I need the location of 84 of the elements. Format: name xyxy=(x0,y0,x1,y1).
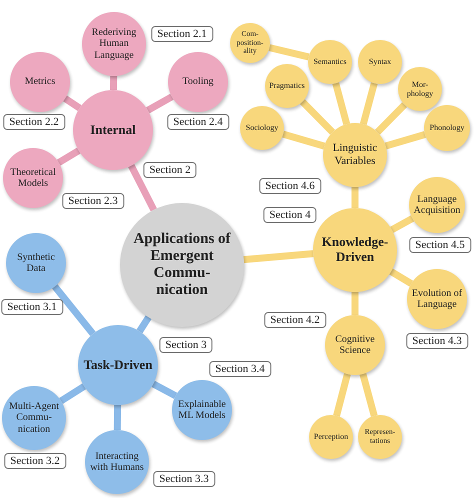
topic-label: Knowledge- Driven xyxy=(320,235,390,265)
topic-label: Tooling xyxy=(182,76,214,88)
branch-connector xyxy=(52,284,96,336)
branch-connector xyxy=(390,215,414,233)
topic-label: Syntax xyxy=(368,57,392,67)
branch-connector xyxy=(136,315,152,334)
topic-circle xyxy=(407,269,467,329)
topic-circle xyxy=(240,106,284,150)
topic-label: Rederiving Human Language xyxy=(90,26,138,62)
topic-label: Explainable ML Models xyxy=(177,398,227,422)
branch-connector xyxy=(389,268,414,287)
topic-label: Evolution of Language xyxy=(410,288,464,310)
topic-label: Linguistic Variables xyxy=(332,142,378,168)
topic-label: Cognitive Science xyxy=(334,334,376,356)
topic-label: Perception xyxy=(314,432,348,442)
branch-connector xyxy=(384,131,426,150)
topic-label: Task-Driven xyxy=(84,358,152,372)
branch-connector xyxy=(114,404,122,430)
topic-circle xyxy=(265,64,309,108)
section-tag: Section 4.6 xyxy=(259,178,321,194)
branch-connector xyxy=(146,94,174,114)
topic-label: Multi-Agent Commu- nication xyxy=(8,400,60,436)
branch-connector xyxy=(152,380,178,399)
section-tag: Section 4 xyxy=(263,207,317,223)
topic-label: Interacting with Humans xyxy=(89,450,145,474)
branch-connector xyxy=(110,76,118,90)
topic-circle xyxy=(358,415,402,459)
topic-circle xyxy=(325,315,385,375)
branch-connector xyxy=(282,130,326,150)
topic-label: Pragmatics xyxy=(269,81,305,91)
branch-connector xyxy=(56,148,80,166)
section-tag: Section 3.2 xyxy=(4,453,66,469)
topic-circle xyxy=(172,380,232,440)
topic-circle xyxy=(424,105,470,151)
branch-connector xyxy=(332,82,350,125)
topic-label: Applications of Emergent Commu- nication xyxy=(132,230,232,300)
topic-label: Synthetic Data xyxy=(16,252,56,274)
section-tag: Section 2.2 xyxy=(3,114,65,130)
branch-connector xyxy=(352,187,358,208)
topic-label: Phonology xyxy=(430,123,464,133)
topic-circle xyxy=(398,67,442,111)
section-tag: Section 3.4 xyxy=(209,361,271,377)
topic-label: Internal xyxy=(90,122,136,138)
branch-connector xyxy=(59,383,86,404)
section-tag: Section 4.2 xyxy=(264,312,326,328)
topic-circle xyxy=(3,148,63,208)
topic-label: Metrics xyxy=(24,76,56,88)
section-tag: Section 2.1 xyxy=(151,26,213,42)
topic-circle xyxy=(6,233,66,293)
branch-connector xyxy=(374,102,408,135)
topic-circle xyxy=(308,40,352,84)
section-tag: Section 2.4 xyxy=(167,114,229,130)
topic-circle xyxy=(85,430,149,494)
branch-connector xyxy=(300,99,336,135)
topic-circle xyxy=(358,40,402,84)
branch-connector xyxy=(359,373,378,417)
branch-connector xyxy=(243,250,314,264)
topic-circle xyxy=(409,177,465,233)
topic-circle xyxy=(230,23,270,63)
section-tag: Section 3 xyxy=(159,337,213,353)
topic-label: Mor- phology xyxy=(406,80,434,98)
branch-connector xyxy=(352,292,358,315)
topic-circle xyxy=(78,325,158,405)
topic-circle xyxy=(168,52,228,112)
topic-label: Theoretical Models xyxy=(9,166,57,190)
section-tag: Section 2 xyxy=(143,162,197,178)
section-tag: Section 2.3 xyxy=(62,193,124,209)
topic-circle xyxy=(313,208,397,292)
topic-label: Sociology xyxy=(246,123,278,133)
topic-circle xyxy=(82,12,146,76)
topic-circle xyxy=(323,123,387,187)
branch-connector xyxy=(360,82,378,125)
branch-connector xyxy=(63,96,82,111)
section-tag: Section 4.5 xyxy=(409,237,471,253)
topic-label: Semantics xyxy=(314,57,346,67)
topic-circle xyxy=(2,386,66,450)
topic-circle xyxy=(309,415,353,459)
topic-label: Language Acquisition xyxy=(412,194,462,216)
section-tag: Section 3.1 xyxy=(1,299,63,315)
section-tag: Section 4.3 xyxy=(406,333,468,349)
section-tag: Section 3.3 xyxy=(153,471,215,487)
topic-circle xyxy=(10,52,70,112)
branch-connector xyxy=(333,373,351,417)
branch-connector xyxy=(268,44,310,60)
